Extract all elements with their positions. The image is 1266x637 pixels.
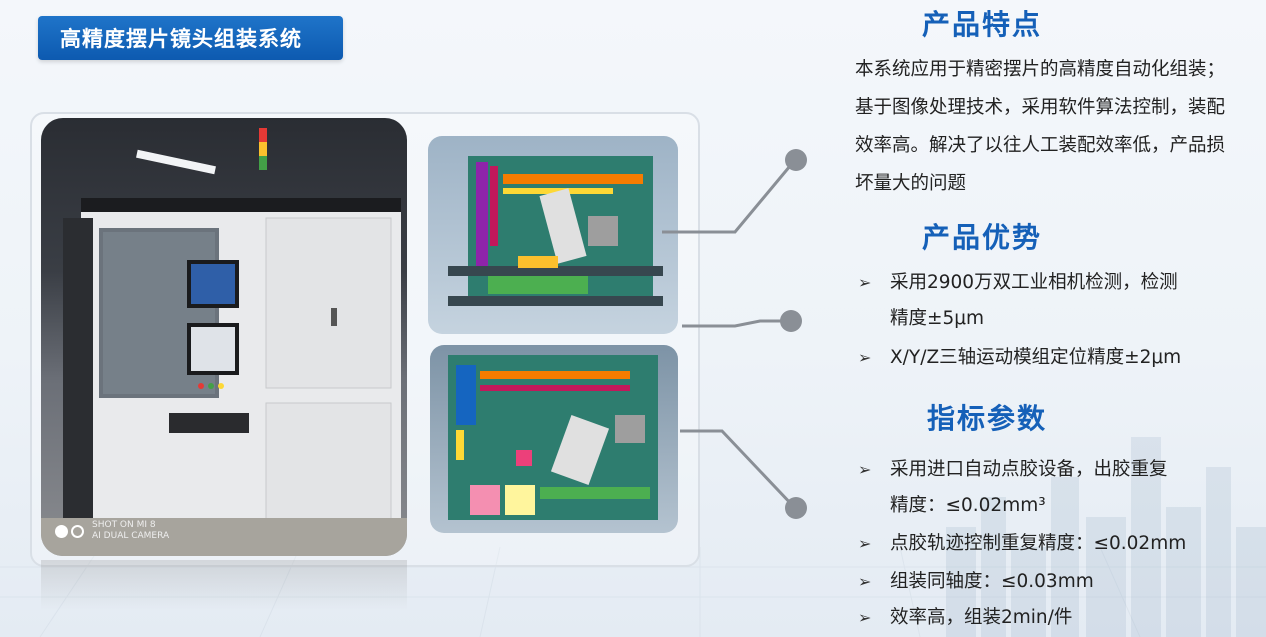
spec-item-3-line1: 组装同轴度：≤0.03mm [890,571,1094,592]
advantage-item-2-line1: X/Y/Z三轴运动模组定位精度±2μm [890,347,1182,368]
features-heading: 产品特点 [922,8,1043,41]
specs-heading: 指标参数 [927,402,1048,435]
advantage-item-1: ➢ 采用2900万双工业相机检测，检测 精度±5μm [858,265,1178,337]
cad-render-bottom [430,345,678,533]
spec-item-1-line2: 精度：≤0.02mm³ [890,495,1046,516]
watermark-dots-icon [55,524,84,538]
arrowhead-icon: ➢ [858,534,872,553]
advantages-heading: 产品优势 [922,221,1043,254]
connector-dot-1 [785,149,807,171]
spec-item-2-line1: 点胶轨迹控制重复精度：≤0.02mm [890,533,1187,554]
photo-reflection [41,560,407,610]
connector-dot-3 [785,497,807,519]
spec-item-4: ➢ 效率高，组装2min/件 [858,600,1072,636]
cad-illustration-top [448,156,663,306]
features-text: 本系统应用于精密摆片的高精度自动化组装；基于图像处理技术，采用软件算法控制，装配… [855,59,1226,194]
connector-dot-2 [780,310,802,332]
spec-item-2: ➢ 点胶轨迹控制重复精度：≤0.02mm [858,526,1186,562]
cad-render-top [428,136,678,334]
spec-item-4-line1: 效率高，组装2min/件 [890,607,1073,628]
arrowhead-icon: ➢ [858,348,872,367]
spec-item-3: ➢ 组装同轴度：≤0.03mm [858,564,1094,600]
machine-photo: SHOT ON MI 8 AI DUAL CAMERA [41,118,407,556]
cad-illustration-bottom [448,355,658,520]
arrowhead-icon: ➢ [858,460,872,479]
advantage-item-1-line2: 精度±5μm [890,308,985,329]
machine-illustration [41,128,407,556]
watermark-line2: AI DUAL CAMERA [92,531,170,541]
camera-watermark: SHOT ON MI 8 AI DUAL CAMERA [55,520,169,542]
spec-item-1-line1: 采用进口自动点胶设备，出胶重复 [890,459,1168,480]
advantage-item-2: ➢ X/Y/Z三轴运动模组定位精度±2μm [858,340,1181,376]
city-skyline-decoration [946,437,1266,637]
watermark-line1: SHOT ON MI 8 [92,520,156,530]
arrowhead-icon: ➢ [858,572,872,591]
spec-item-1: ➢ 采用进口自动点胶设备，出胶重复 精度：≤0.02mm³ [858,452,1168,524]
advantage-item-1-line1: 采用2900万双工业相机检测，检测 [890,272,1178,293]
page-title: 高精度摆片镜头组装系统 [38,16,343,60]
arrowhead-icon: ➢ [858,273,872,292]
arrowhead-icon: ➢ [858,608,872,627]
background-grid [0,547,1266,637]
